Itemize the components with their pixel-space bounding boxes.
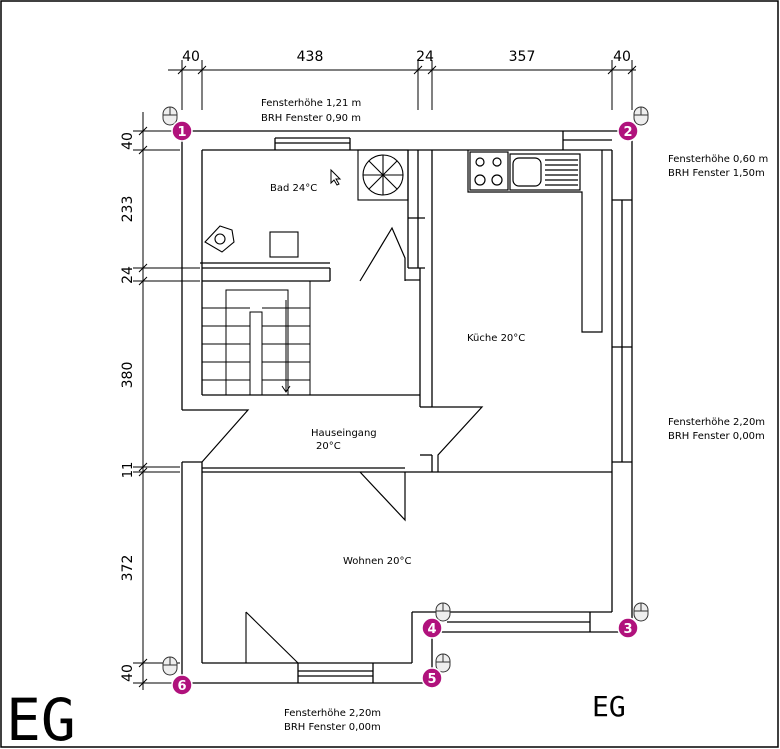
room-hauseingang-temp: 20°C <box>316 441 341 452</box>
marker-5-label: 5 <box>427 672 436 687</box>
floor-label-large: EG <box>6 686 76 749</box>
dimension-chain-left <box>133 112 200 690</box>
dim-top-2: 438 <box>297 49 324 65</box>
marker-5[interactable]: 5 <box>421 667 443 689</box>
marker-3[interactable]: 3 <box>617 617 639 639</box>
walls <box>181 130 633 684</box>
window-right-lower-sill: BRH Fenster 0,00m <box>668 431 765 442</box>
mouse-icon[interactable] <box>435 602 451 622</box>
window-right-lower-height: Fensterhöhe 2,20m <box>668 417 765 428</box>
mouse-icon[interactable] <box>435 653 451 673</box>
dim-left-1: 40 <box>120 132 136 150</box>
mouse-icon[interactable] <box>162 106 178 126</box>
mouse-icon[interactable] <box>633 106 649 126</box>
marker-4[interactable]: 4 <box>421 617 443 639</box>
marker-2[interactable]: 2 <box>617 120 639 142</box>
dim-left-7: 40 <box>120 664 136 682</box>
window-right-upper-sill: BRH Fenster 1,50m <box>668 168 765 179</box>
window-right-upper-height: Fensterhöhe 0,60 m <box>668 154 768 165</box>
dim-top-1: 40 <box>182 49 200 65</box>
dim-left-6: 372 <box>120 555 136 582</box>
dimension-chain-top <box>168 60 637 110</box>
cursor-icon <box>330 168 342 186</box>
dim-top-3: 24 <box>416 49 434 65</box>
marker-1[interactable]: 1 <box>171 120 193 142</box>
entrance-hall-outline <box>201 226 484 522</box>
dim-top-4: 357 <box>509 49 536 65</box>
marker-4-label: 4 <box>427 622 436 637</box>
marker-1-label: 1 <box>177 125 186 140</box>
mouse-icon[interactable] <box>633 602 649 622</box>
staircase <box>202 281 311 396</box>
marker-2-label: 2 <box>623 125 632 140</box>
room-wohnen-label: Wohnen 20°C <box>343 556 411 567</box>
floor-label-small: EG <box>592 690 626 723</box>
window-top-sill: BRH Fenster 0,90 m <box>261 113 361 124</box>
room-bad-label: Bad 24°C <box>270 183 317 194</box>
bath-fixtures <box>204 225 299 258</box>
window-bottom-sill: BRH Fenster 0,00m <box>284 722 381 733</box>
marker-6[interactable]: 6 <box>171 674 193 696</box>
kitchen-counter <box>467 150 603 333</box>
dim-left-5: 11 <box>121 462 136 479</box>
window-top-height: Fensterhöhe 1,21 m <box>261 98 361 109</box>
mouse-icon[interactable] <box>162 656 178 676</box>
marker-3-label: 3 <box>623 622 632 637</box>
dim-left-2: 233 <box>120 196 136 223</box>
shower <box>357 149 409 201</box>
dim-left-3: 24 <box>120 266 136 284</box>
room-hauseingang-label: Hauseingang <box>311 428 377 439</box>
door-wohnen <box>245 611 299 664</box>
room-kueche-label: Küche 20°C <box>467 333 525 344</box>
dim-top-5: 40 <box>613 49 631 65</box>
window-bottom-height: Fensterhöhe 2,20m <box>284 708 381 719</box>
dim-left-4: 380 <box>120 362 136 389</box>
marker-6-label: 6 <box>177 679 186 694</box>
